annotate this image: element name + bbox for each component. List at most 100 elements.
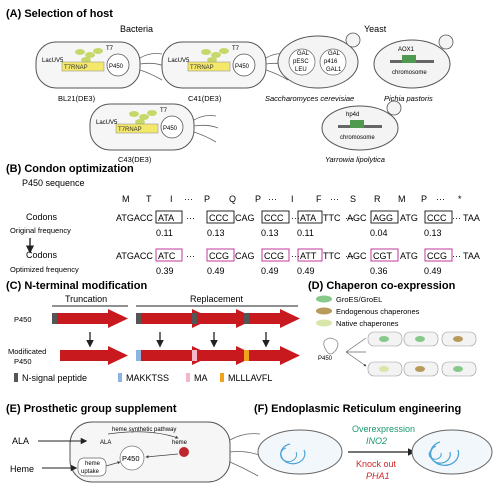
codon: ··· — [452, 251, 461, 261]
freq-value: 0.49 — [297, 266, 315, 276]
panel-a-title: (A) Selection of host — [6, 8, 113, 20]
yeast-name-sc: Saccharomyces cerevisiae — [265, 94, 354, 103]
p450-enzyme — [119, 445, 145, 471]
ino2-label: INO2 — [366, 436, 387, 446]
legend-label: Endogenous chaperones — [336, 307, 420, 316]
legend-label: Native chaperones — [336, 319, 399, 328]
p450-arrow — [244, 346, 300, 365]
codon: TTC — [323, 251, 341, 261]
p450-label: P450 — [163, 126, 178, 132]
original-frequency-label: Original frequency — [10, 226, 71, 235]
codon: CCC — [427, 213, 447, 223]
legend-label: MA — [194, 373, 208, 383]
p450-label: P450 — [109, 64, 124, 70]
aa: P — [421, 194, 427, 204]
codon: TAA — [463, 213, 480, 223]
t7-label: T7 — [232, 46, 240, 52]
original-codon-row: ATGACC ATA ··· CCC CAG CCC ··· ATA TTC ·… — [116, 210, 480, 224]
freq-value: 0.11 — [156, 228, 173, 238]
codon: ATT — [300, 251, 317, 261]
pha1-label: PHA1 — [366, 471, 390, 481]
codon: AGC — [347, 251, 367, 261]
knockout-label: Knock out — [356, 459, 397, 469]
t7rnap-label: T7RNAP — [190, 65, 214, 71]
panel-c-legend: N-signal peptide MAKKTSS MA MLLLAVFL — [14, 373, 272, 383]
p450-arrow — [192, 346, 256, 365]
panel-c-title: (C) N-terminal modification — [6, 280, 147, 292]
legend-swatch — [316, 295, 332, 303]
freq-value: 0.13 — [261, 228, 279, 238]
codon: ··· — [291, 213, 300, 223]
codon: CAG — [235, 251, 255, 261]
codon: CCC — [209, 213, 229, 223]
replacement-label: Replacement — [190, 294, 244, 304]
codons-label: Codons — [26, 212, 58, 222]
gal1-label: GAL1 — [326, 67, 342, 73]
codon: AGG — [373, 213, 393, 223]
t7-label: T7 — [106, 46, 114, 52]
freq-value: 0.04 — [370, 228, 388, 238]
legend-label: MAKKTSS — [126, 373, 169, 383]
gal-label: GAL — [297, 51, 310, 57]
leu-label: LEU — [295, 67, 307, 73]
strain-c43: C43(DE3) — [118, 155, 152, 164]
panel-d-title: (D) Chaperon co-expression — [308, 280, 456, 292]
freq-value: 0.36 — [370, 266, 388, 276]
strain-bl21: BL21(DE3) — [58, 94, 96, 103]
codon: CCG — [264, 251, 284, 261]
panel-b-title: (B) Condon optimization — [6, 163, 134, 175]
freq-value: 0.49 — [424, 266, 442, 276]
p450-arrow — [60, 346, 128, 365]
aa: P — [255, 194, 261, 204]
codon: ··· — [186, 251, 195, 261]
p450-arrow — [52, 309, 128, 328]
yeast-name-yl: Yarrowia lipolytica — [325, 155, 385, 164]
mlllavfl-tag — [244, 350, 249, 361]
p450-label-2: P450 — [14, 357, 32, 366]
panel-e-title: (E) Prosthetic group supplement — [6, 403, 177, 415]
codon: CCC — [264, 213, 284, 223]
p450-arrow — [192, 309, 256, 328]
bacterium-c43: T7RNAP LacUV5 T7 P450 C43(DE3) — [89, 103, 219, 164]
chromosome-label: chromosome — [392, 70, 427, 76]
legend-swatch — [220, 373, 224, 382]
n-signal-peptide — [136, 313, 141, 324]
legend-swatch — [118, 373, 122, 382]
codon: ··· — [291, 251, 300, 261]
p450-arrow — [244, 309, 300, 328]
panel-f-title: (F) Endoplasmic Reticulum engineering — [254, 403, 461, 415]
n-signal-peptide — [192, 313, 197, 324]
t7rnap-label: T7RNAP — [64, 65, 88, 71]
panel-d: (D) Chaperon co-expression GroES/GroEL E… — [308, 280, 477, 377]
yeast-label: Yeast — [364, 24, 387, 34]
panel-a: (A) Selection of host Bacteria Yeast T7R… — [6, 8, 454, 164]
codons-label-2: Codons — [26, 250, 58, 260]
panel-e: (E) Prosthetic group supplement ALA Heme… — [6, 403, 263, 483]
heme-molecule — [179, 447, 189, 457]
aa: ··· — [268, 194, 277, 204]
t7rnap-gene — [61, 61, 105, 72]
yeast-y-lipolytica: hp4d chromosome Yarrowia lipolytica — [321, 100, 402, 164]
optimized-frequency-row: 0.39 0.49 0.49 0.49 0.36 0.49 — [156, 266, 442, 276]
legend-swatch — [316, 307, 332, 315]
aox1-label: AOX1 — [398, 47, 415, 53]
codon: ··· — [186, 213, 195, 223]
codon: ··· — [345, 251, 354, 261]
overexpression-label: Overexpression — [352, 424, 415, 434]
lacuv5-label: LacUV5 — [168, 58, 190, 64]
legend-label: MLLLAVFL — [228, 373, 272, 383]
aa: ··· — [436, 194, 445, 204]
aa: * — [458, 194, 462, 204]
hp4d-label: hp4d — [346, 112, 359, 118]
freq-value: 0.49 — [261, 266, 279, 276]
p450-label: P450 — [235, 64, 250, 70]
p450-label: P450 — [318, 356, 333, 362]
t7rnap-gene — [115, 123, 159, 134]
gal-label-2: GAL — [328, 51, 341, 57]
aa: I — [170, 194, 173, 204]
freq-value: 0.13 — [424, 228, 442, 238]
pesc-label: pESC — [293, 59, 309, 65]
aa: R — [374, 194, 381, 204]
aa: F — [316, 194, 322, 204]
